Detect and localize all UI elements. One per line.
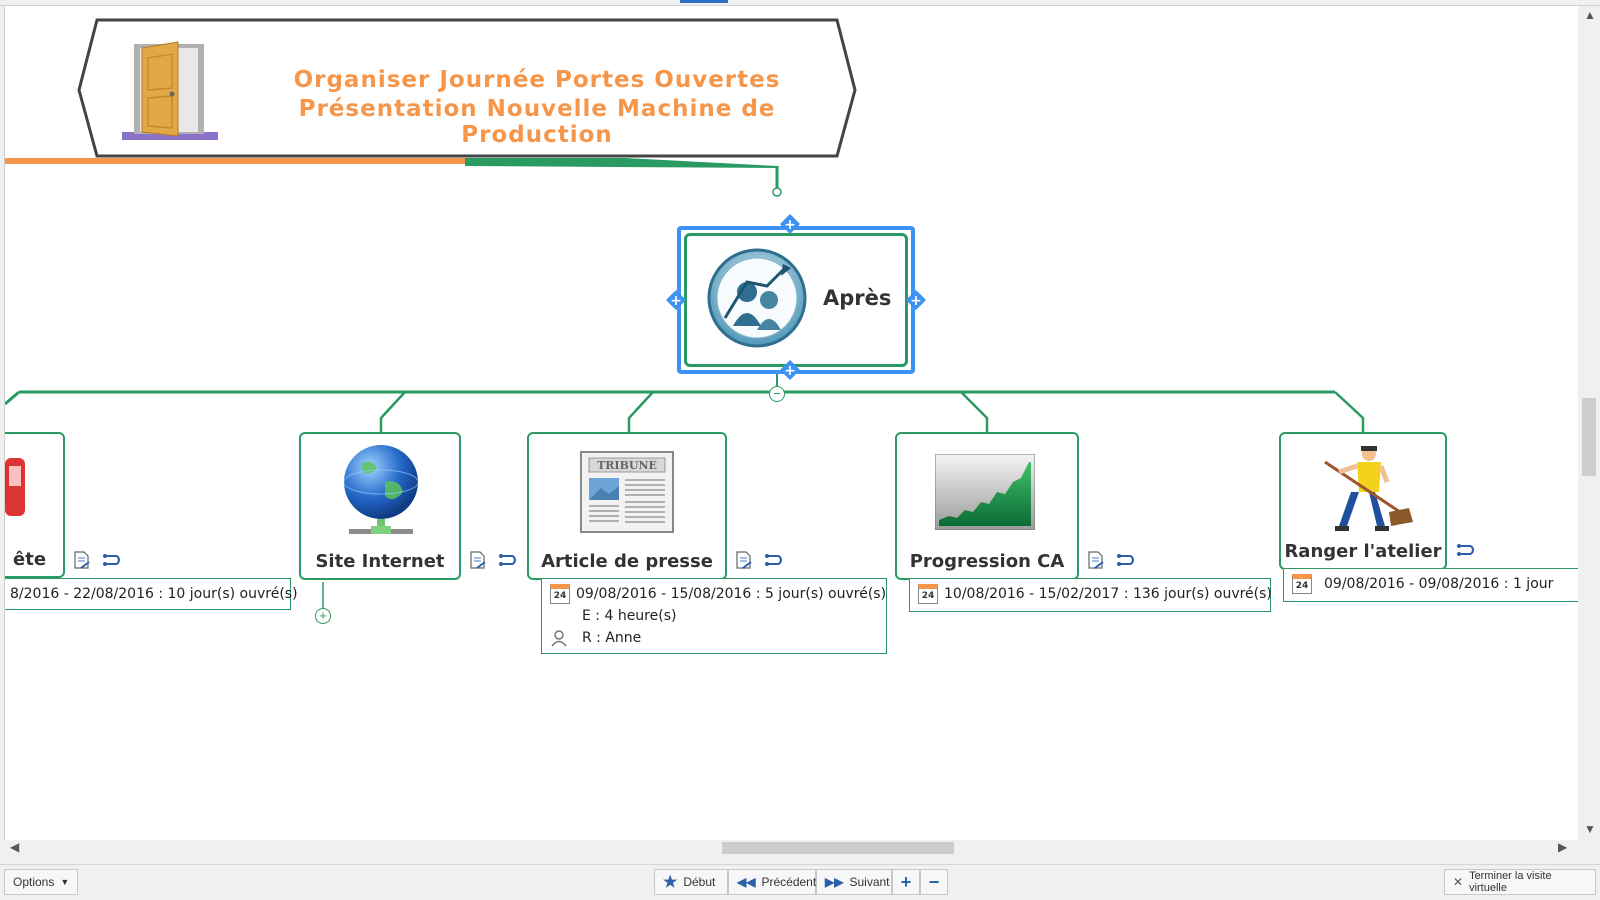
- task-info-fete[interactable]: 8/2016 - 22/08/2016 : 10 jour(s) ouvré(s…: [5, 578, 298, 610]
- task-dates: 09/08/2016 - 15/08/2016 : 5 jour(s) ouvr…: [576, 586, 887, 602]
- collapse-toggle[interactable]: −: [769, 386, 785, 402]
- topic-site-internet-actions: [467, 550, 519, 575]
- expand-toggle[interactable]: +: [315, 608, 331, 624]
- end-tour-label: Terminer la visite virtuelle: [1469, 870, 1552, 894]
- minus-icon: −: [928, 871, 940, 892]
- task-info-progression[interactable]: 24 10/08/2016 - 15/02/2017 : 136 jour(s) …: [909, 578, 1272, 612]
- end-tour-button[interactable]: ✕ Terminer la visite virtuelle: [1444, 869, 1596, 895]
- start-button[interactable]: ★ Début: [654, 869, 728, 895]
- scroll-up-arrow[interactable]: ▲: [1584, 8, 1596, 22]
- previous-label: Précédent: [761, 875, 817, 889]
- task-dates: 8/2016 - 22/08/2016 : 10 jour(s) ouvré(s…: [10, 586, 298, 602]
- topic-progression-ca[interactable]: Progression CA: [895, 432, 1079, 580]
- zoom-in-button[interactable]: +: [892, 869, 920, 895]
- top-strip: [0, 0, 1600, 6]
- central-topic-label: Après: [823, 286, 892, 310]
- add-subtopic-left-handle[interactable]: +: [666, 290, 686, 310]
- start-label: Début: [683, 875, 716, 889]
- task-resource: R : Anne: [582, 630, 642, 646]
- horizontal-scrollbar[interactable]: ◀ ▶: [4, 840, 1578, 856]
- topic-label: Progression CA: [909, 551, 1065, 572]
- add-subtopic-right-handle[interactable]: +: [906, 290, 926, 310]
- svg-text:+: +: [910, 293, 922, 309]
- task-effort: E : 4 heure(s): [582, 608, 677, 624]
- map-canvas[interactable]: − + Organiser Journée Portes Ouvertes Pr…: [4, 6, 1578, 854]
- svg-text:+: +: [670, 293, 682, 309]
- calendar-icon: 24: [1292, 574, 1312, 594]
- plus-icon: +: [900, 871, 912, 892]
- topic-ranger-atelier[interactable]: Ranger l'atelier: [1279, 432, 1447, 570]
- topic-article-de-presse[interactable]: TRIBUNE Article de presse: [527, 432, 727, 580]
- topic-label: Ranger l'atelier: [1284, 541, 1442, 562]
- rewind-icon: ◀◀: [737, 875, 756, 889]
- presentation-toolbar: Options ▼ ★ Début ◀◀ Précédent ▶▶ Suivan…: [0, 864, 1600, 900]
- topic-progression-actions: [1085, 550, 1137, 575]
- chevron-down-icon: ▼: [60, 877, 70, 887]
- svg-text:+: +: [784, 363, 796, 379]
- title-line-2: Présentation Nouvelle Machine de Product…: [298, 96, 776, 148]
- person-icon: [550, 629, 576, 647]
- newspaper-icon: TRIBUNE: [579, 450, 675, 539]
- notes-icon[interactable]: [733, 550, 753, 575]
- relationship-icon[interactable]: [497, 550, 519, 575]
- zoom-out-button[interactable]: −: [920, 869, 948, 895]
- connector-lines: [5, 158, 1365, 612]
- notes-icon[interactable]: [71, 550, 91, 575]
- task-dates: 10/08/2016 - 15/02/2017 : 136 jour(s) ou…: [944, 586, 1272, 602]
- vertical-scroll-thumb[interactable]: [1582, 398, 1596, 476]
- scroll-down-arrow[interactable]: ▼: [1584, 822, 1596, 836]
- relationship-icon[interactable]: [1115, 550, 1137, 575]
- add-subtopic-top-handle[interactable]: +: [780, 214, 800, 234]
- task-info-ranger[interactable]: 24 09/08/2016 - 09/08/2016 : 1 jour: [1283, 568, 1578, 602]
- topic-fete[interactable]: ête: [5, 432, 65, 578]
- previous-button[interactable]: ◀◀ Précédent: [728, 869, 816, 895]
- options-button[interactable]: Options ▼: [4, 869, 78, 895]
- task-dates: 09/08/2016 - 09/08/2016 : 1 jour: [1324, 576, 1554, 592]
- next-label: Suivant: [849, 875, 890, 889]
- growth-chart-icon: [934, 453, 1036, 535]
- sweeper-icon: [1311, 442, 1415, 539]
- topic-label: Site Internet: [315, 551, 445, 572]
- topic-label: Article de presse: [541, 551, 713, 572]
- relationship-icon[interactable]: [763, 550, 785, 575]
- next-button[interactable]: ▶▶ Suivant: [816, 869, 892, 895]
- calendar-icon: 24: [550, 584, 570, 604]
- topic-label: ête: [13, 549, 47, 570]
- newspaper-masthead: TRIBUNE: [597, 459, 657, 472]
- svg-text:+: +: [784, 217, 796, 233]
- topic-site-internet[interactable]: Site Internet: [299, 432, 461, 580]
- add-subtopic-bottom-handle[interactable]: +: [780, 360, 800, 380]
- map-title[interactable]: Organiser Journée Portes Ouvertes Présen…: [77, 18, 877, 168]
- phone-icon: [5, 454, 27, 523]
- task-info-article[interactable]: 24 09/08/2016 - 15/08/2016 : 5 jour(s) ou…: [541, 578, 887, 654]
- notes-icon[interactable]: [467, 550, 487, 575]
- calendar-icon: 24: [918, 584, 938, 604]
- relationship-icon[interactable]: [1455, 540, 1477, 565]
- globe-icon: [341, 442, 421, 545]
- options-label: Options: [13, 875, 55, 889]
- title-frame: [77, 18, 857, 158]
- notes-icon[interactable]: [1085, 550, 1105, 575]
- central-topic-selected[interactable]: Après + + + +: [666, 214, 926, 380]
- relationship-icon[interactable]: [101, 550, 123, 575]
- scroll-left-arrow[interactable]: ◀: [10, 840, 20, 854]
- topic-ranger-actions: [1455, 540, 1477, 565]
- star-icon: ★: [663, 874, 678, 891]
- fast-forward-icon: ▶▶: [825, 875, 844, 889]
- horizontal-scroll-thumb[interactable]: [722, 842, 954, 854]
- scroll-right-arrow[interactable]: ▶: [1558, 840, 1568, 854]
- vertical-scrollbar[interactable]: ▲ ▼: [1578, 6, 1600, 854]
- close-icon: ✕: [1453, 875, 1464, 889]
- central-topic-frame: Après: [684, 233, 908, 367]
- topic-article-actions: [733, 550, 785, 575]
- title-line-1: Organiser Journée Portes Ouvertes: [293, 67, 781, 93]
- team-graph-icon: [707, 248, 807, 353]
- topic-fete-actions: [71, 550, 123, 575]
- top-marker: [680, 0, 728, 3]
